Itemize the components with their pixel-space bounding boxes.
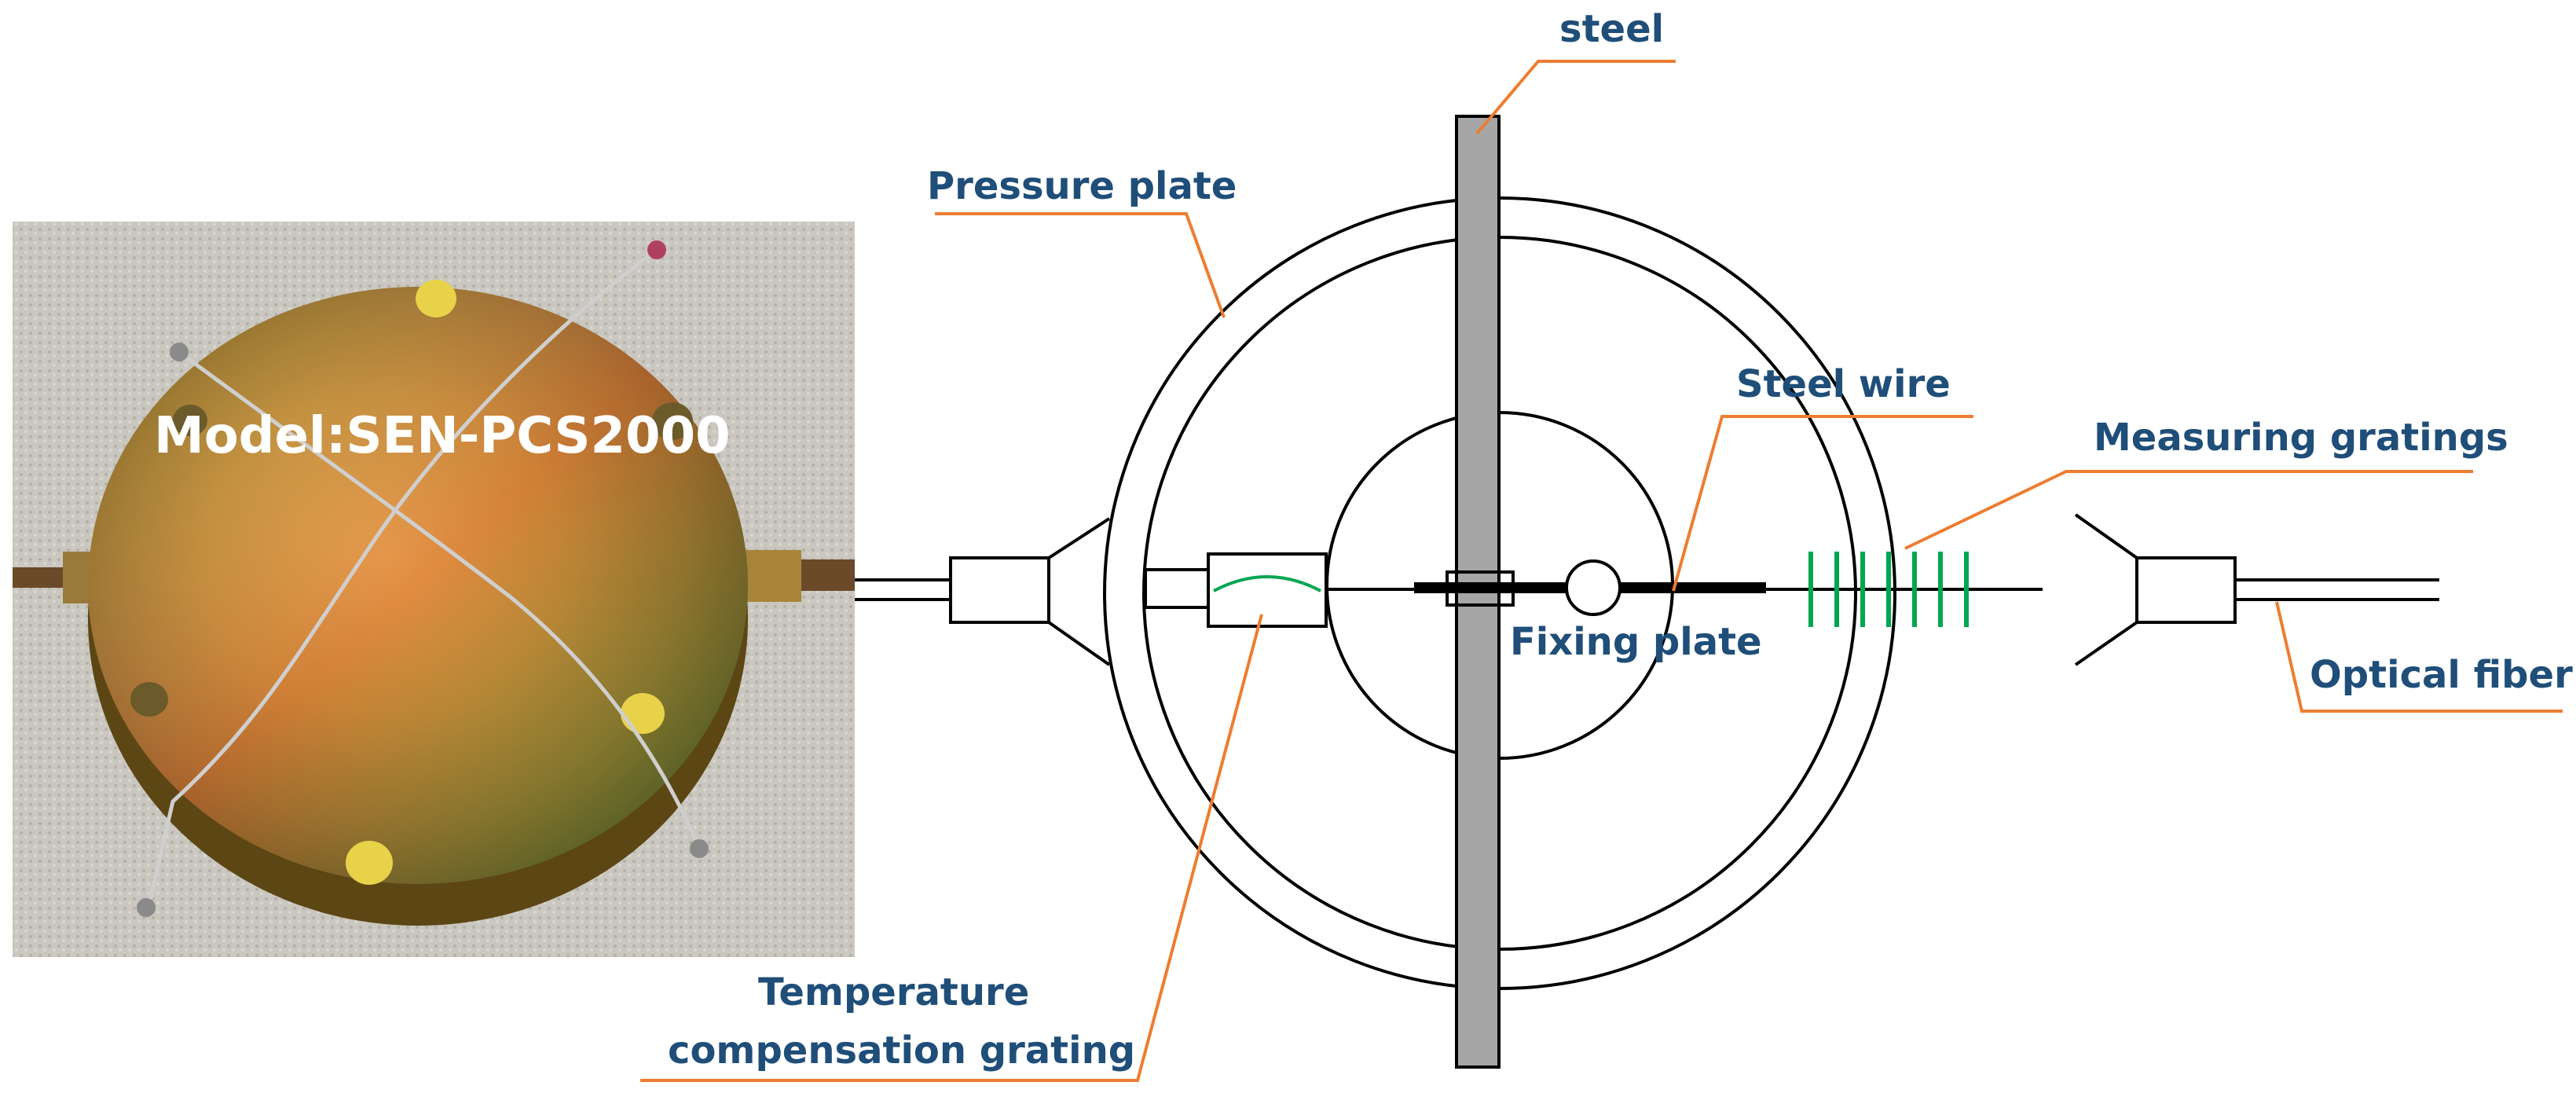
sensor-schematic xyxy=(855,115,2439,1069)
wire-anchor xyxy=(137,898,156,917)
leader-temperature-compensation xyxy=(640,614,1263,1082)
bolt xyxy=(346,841,393,885)
temp-compensation-grating xyxy=(1213,575,1321,592)
wire-anchor xyxy=(647,240,666,259)
right-connector-flare xyxy=(2074,513,2138,559)
label-compensation-grating: compensation grating xyxy=(668,1029,1136,1073)
leader-steel xyxy=(1475,60,1676,135)
left-connector xyxy=(949,556,1050,624)
label-measuring-gratings: Measuring gratings xyxy=(2094,416,2508,460)
label-fixing-plate: Fixing plate xyxy=(1510,620,1762,664)
measuring-gratings xyxy=(1808,552,1969,627)
right-connector xyxy=(2135,556,2237,624)
model-label: Model:SEN-PCS2000 xyxy=(154,407,731,465)
temp-compensation-housing xyxy=(1207,552,1328,628)
plate-sheen xyxy=(88,287,748,884)
wire-anchor xyxy=(170,343,189,361)
wire xyxy=(178,350,702,849)
bolt xyxy=(652,402,693,440)
label-steel-wire: Steel wire xyxy=(1736,362,1951,406)
wire-anchor xyxy=(690,839,709,858)
bolt xyxy=(130,682,168,717)
bolt xyxy=(621,693,665,734)
bolt xyxy=(173,405,207,436)
bolt xyxy=(416,280,456,317)
leader-pressure-plate xyxy=(935,212,1226,318)
sensor-photo xyxy=(13,222,855,957)
leader-steel-wire xyxy=(1672,415,1973,592)
right-connector-flare xyxy=(2074,621,2138,666)
leader-optical-fiber xyxy=(2275,601,2563,713)
label-temperature: Temperature xyxy=(758,970,1030,1014)
temp-tube xyxy=(1144,568,1210,609)
fixing-pin xyxy=(1565,559,1621,616)
leader-measuring-gratings xyxy=(1904,470,2473,550)
left-connector-flare xyxy=(1047,621,1111,666)
leader-lines xyxy=(640,60,2563,1082)
wire xyxy=(147,248,658,904)
clamp-box xyxy=(1446,570,1515,607)
label-pressure-plate: Pressure plate xyxy=(927,164,1237,208)
label-steel: steel xyxy=(1559,7,1665,51)
label-optical-fiber: Optical fiber xyxy=(2310,653,2573,697)
left-connector-flare xyxy=(1047,517,1111,559)
